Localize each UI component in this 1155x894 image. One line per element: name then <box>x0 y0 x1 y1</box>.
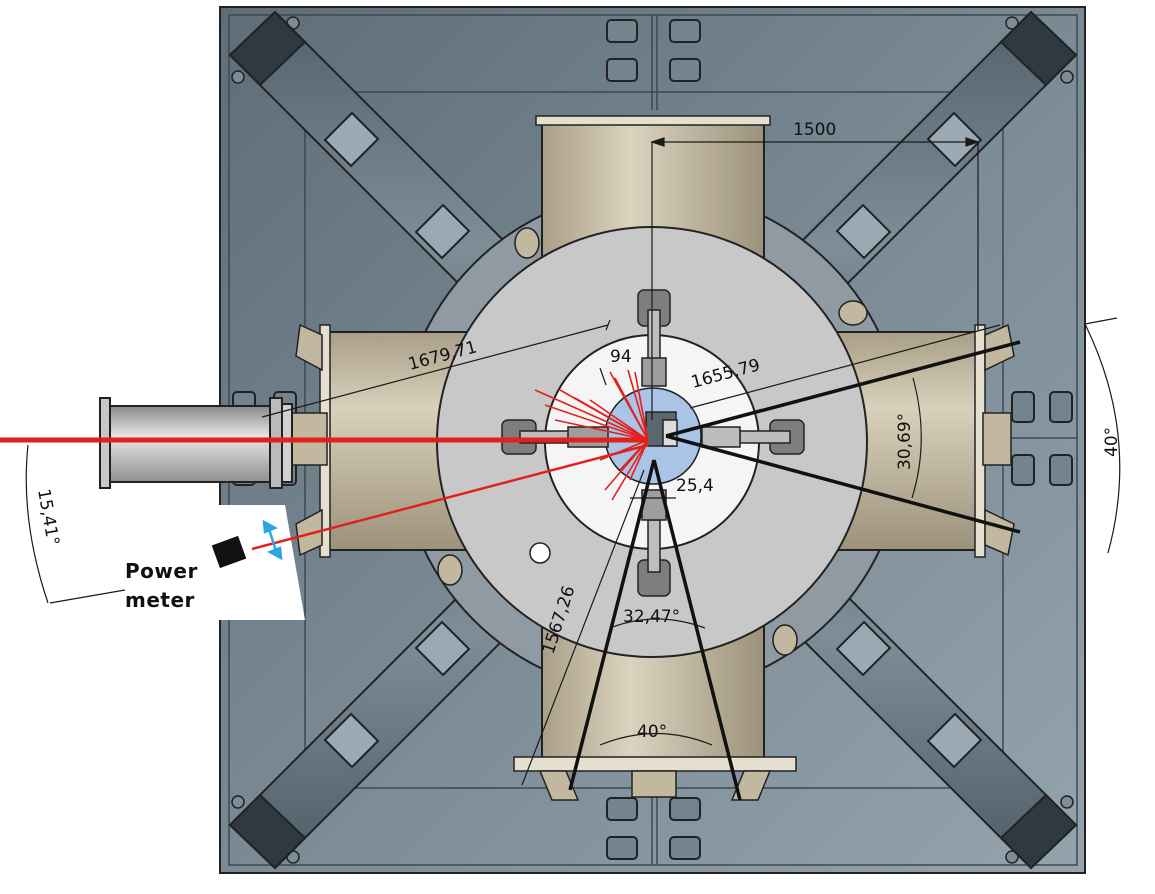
power-meter-label-line1: Power <box>125 559 198 583</box>
label-angle-bottom-port: 40° <box>637 722 667 742</box>
label-inner-small: 94 <box>610 347 632 367</box>
power-meter-label-line2: meter <box>125 588 195 612</box>
label-width-top: 1500 <box>793 120 836 140</box>
input-tube <box>99 397 293 489</box>
laser-beams <box>0 369 649 551</box>
target-stage <box>501 289 805 597</box>
dimension-lines <box>25 137 1121 786</box>
label-angle-right-beam: 30,69° <box>895 413 915 470</box>
label-angle-right-port: 40° <box>1102 427 1122 457</box>
flange-ports <box>437 227 868 656</box>
viewport-hole <box>529 542 551 564</box>
beam-cones <box>568 340 1021 801</box>
label-center-small: 25,4 <box>676 476 714 496</box>
power-meter-panel <box>110 505 305 620</box>
direction-indicator-icon <box>262 519 283 561</box>
power-meter-device <box>211 535 247 569</box>
label-angle-bottom-beam: 32,47° <box>623 607 680 627</box>
mounting-holes <box>231 16 1074 864</box>
label-angle-left-port: 15,41° <box>33 487 63 547</box>
